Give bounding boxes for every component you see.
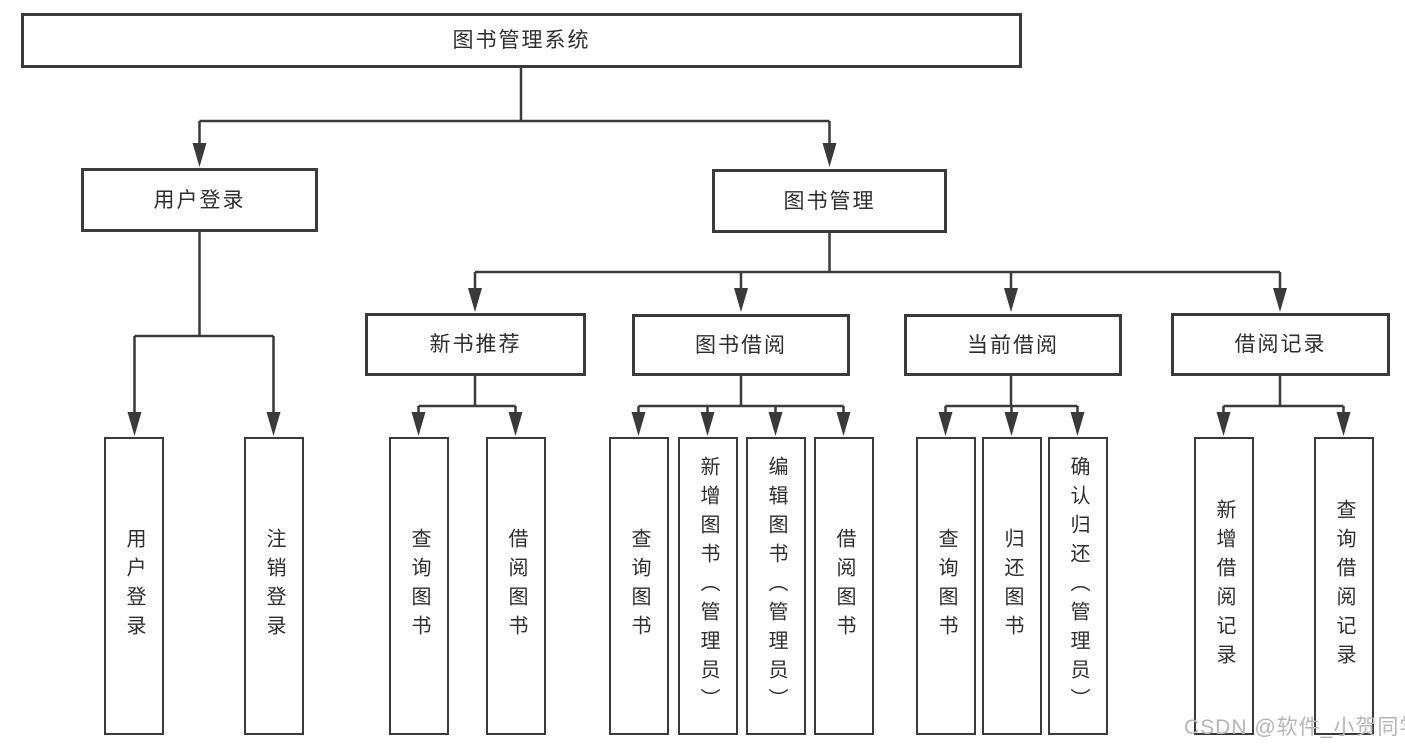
node-label: 新增借阅记录: [1213, 499, 1235, 673]
node-label: 查询借阅记录: [1333, 499, 1355, 673]
node-leaf-edit-books-admin: 编辑图书（管理员）: [746, 437, 806, 735]
node-label: 图书管理系统: [452, 29, 591, 52]
node-leaf-borrow-books-1: 借阅图书: [486, 437, 546, 735]
node-label: 图书借阅: [695, 333, 787, 357]
node-leaf-query-books-3: 查询图书: [916, 437, 976, 735]
node-leaf-query-borrow-record: 查询借阅记录: [1314, 437, 1374, 735]
node-leaf-add-borrow-record: 新增借阅记录: [1194, 437, 1254, 735]
node-library-system: 图书管理系统: [21, 13, 1022, 68]
watermark: CSDN @软件_小贺同学: [1184, 716, 1405, 739]
node-label: 注销登录: [263, 528, 285, 644]
node-label: 查询图书: [408, 528, 430, 644]
node-leaf-confirm-return-admin: 确认归还（管理员）: [1048, 437, 1108, 735]
node-label: 借阅记录: [1234, 333, 1327, 356]
node-leaf-return-books: 归还图书: [982, 437, 1042, 735]
node-leaf-query-books-2: 查询图书: [609, 437, 669, 735]
node-book-management: 图书管理: [712, 169, 947, 233]
node-label: 编辑图书（管理员）: [765, 455, 787, 717]
node-leaf-logout: 注销登录: [244, 437, 304, 735]
node-label: 借阅图书: [505, 528, 527, 644]
node-label: 借阅图书: [833, 528, 855, 644]
node-current-borrowing: 当前借阅: [904, 314, 1122, 376]
node-book-borrowing: 图书借阅: [632, 314, 850, 376]
node-leaf-query-books-1: 查询图书: [389, 437, 449, 735]
node-label: 确认归还（管理员）: [1067, 455, 1089, 717]
node-label: 归还图书: [1001, 528, 1023, 644]
node-label: 图书管理: [783, 189, 876, 213]
node-label: 查询图书: [935, 528, 957, 644]
node-new-book-recommend: 新书推荐: [365, 313, 586, 376]
node-label: 用户登录: [153, 188, 246, 212]
node-label: 新书推荐: [429, 333, 522, 356]
node-label: 当前借阅: [967, 333, 1059, 357]
node-user-login: 用户登录: [81, 168, 318, 232]
node-leaf-add-books-admin: 新增图书（管理员）: [678, 437, 738, 735]
node-label: 查询图书: [628, 528, 650, 644]
node-leaf-borrow-books-2: 借阅图书: [814, 437, 874, 735]
node-leaf-user-login: 用户登录: [104, 437, 164, 735]
node-label: 新增图书（管理员）: [697, 455, 719, 717]
node-label: 用户登录: [123, 528, 145, 644]
node-borrowing-records: 借阅记录: [1171, 313, 1390, 376]
